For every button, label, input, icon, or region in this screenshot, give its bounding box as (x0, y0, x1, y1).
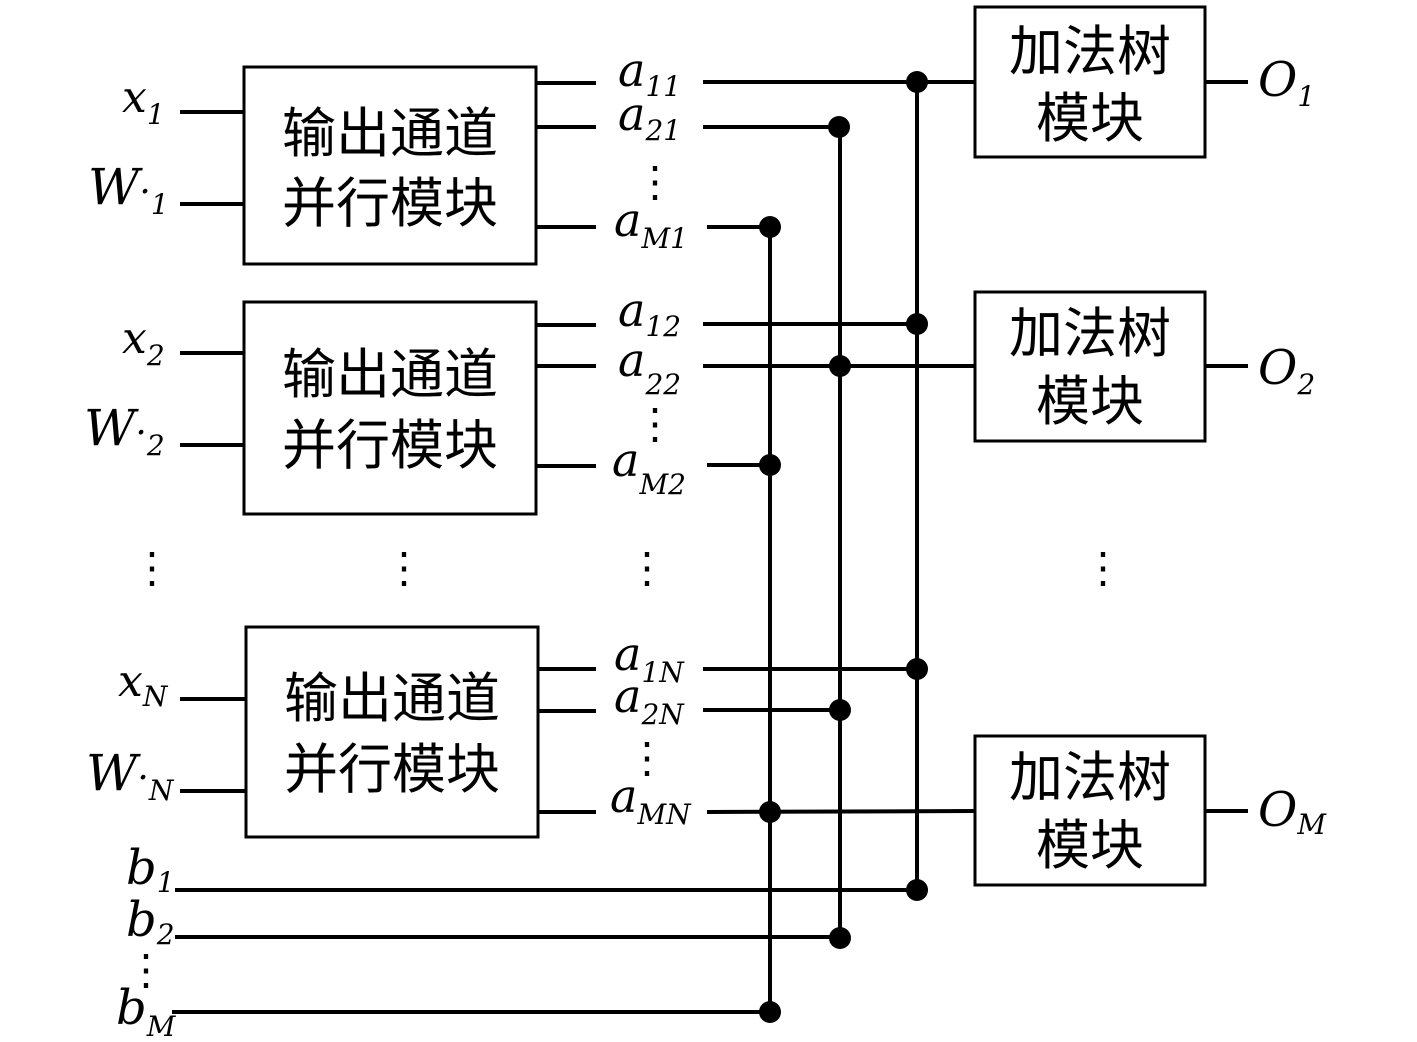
bias-labels: b1 b2 ⋮ bM (116, 840, 177, 1042)
a-label-12: a12 (618, 283, 681, 343)
adder-label-line2: 模块 (1036, 370, 1144, 433)
w-label-2: W·2 (84, 399, 165, 462)
a-label-m2: aM2 (612, 433, 686, 501)
a-label-mn: aMN (610, 769, 692, 831)
a-labels: a11 a21 ⋮ aM1 a12 a22 ⋮ aM2 a1N a2N ⋮ aM… (610, 43, 692, 831)
a-label-21: a21 (618, 87, 681, 147)
adder-label-line1: 加法树 (1009, 20, 1171, 83)
module-label-line1: 输出通道 (282, 343, 498, 406)
adder-label-line2: 模块 (1036, 87, 1144, 150)
junction-dot (759, 1001, 781, 1023)
x-label-n: xN (118, 656, 169, 713)
adder-label-line1: 加法树 (1009, 746, 1171, 809)
ellipsis-a: ⋮ (626, 543, 668, 592)
a-ellipsis-n: ⋮ (626, 733, 668, 782)
adder-label-line2: 模块 (1036, 814, 1144, 877)
o-label-m: OM (1258, 782, 1327, 841)
junction-dot (829, 927, 851, 949)
junction-dot (759, 216, 781, 238)
module-label-line2: 并行模块 (284, 738, 500, 801)
output-stubs (1205, 80, 1248, 813)
a-label-22: a22 (618, 333, 681, 401)
junction-dot (759, 454, 781, 476)
a-label-1n: a1N (614, 627, 685, 689)
o-label-1: O1 (1258, 52, 1315, 113)
junction-dot (906, 71, 928, 93)
output-labels: O1 O2 OM (1258, 52, 1327, 841)
junction-dot (829, 699, 851, 721)
adder-label-line1: 加法树 (1009, 302, 1171, 365)
b-label-m: bM (116, 980, 177, 1042)
module-label-line2: 并行模块 (282, 172, 498, 235)
adder-module-2: 加法树 模块 (973, 290, 1207, 443)
ellipsis-modules: ⋮ (383, 543, 425, 592)
junction-dot (906, 879, 928, 901)
junction-dot (828, 116, 850, 138)
parallel-module-n: 输出通道 并行模块 (244, 625, 540, 839)
w-label-1: W·1 (88, 158, 169, 221)
a-label-11: a11 (618, 43, 681, 103)
ellipsis-inputs: ⋮ (131, 543, 173, 592)
row-ellipses: ⋮ ⋮ ⋮ ⋮ (131, 543, 1124, 592)
module-label-line1: 输出通道 (282, 102, 498, 165)
module-output-stubs (536, 81, 596, 814)
adder-module-1: 加法树 模块 (973, 5, 1207, 159)
adder-module-m: 加法树 模块 (973, 734, 1207, 887)
a-ellipsis-1: ⋮ (634, 157, 676, 206)
bias-wires (172, 888, 917, 1014)
junction-dot (759, 801, 781, 823)
parallel-module-2: 输出通道 并行模块 (242, 300, 538, 516)
a-label-m1: aM1 (614, 193, 688, 255)
ellipsis-adders: ⋮ (1082, 543, 1124, 592)
o-label-2: O2 (1258, 340, 1315, 401)
a-label-2n: a2N (614, 669, 685, 731)
x-label-1: x1 (122, 72, 165, 131)
b-ellipsis: ⋮ (125, 945, 167, 994)
x-label-2: x2 (122, 313, 165, 372)
junction-dot (906, 658, 928, 680)
vertical-buses (768, 82, 919, 1012)
b-label-1: b1 (126, 840, 175, 899)
module-label-line1: 输出通道 (284, 667, 500, 730)
w-label-n: W·N (86, 744, 175, 807)
parallel-module-1: 输出通道 并行模块 (242, 65, 538, 266)
input-labels: x1 W·1 x2 W·2 xN W·N (84, 72, 175, 807)
a-ellipsis-2: ⋮ (634, 399, 676, 448)
junction-dots (759, 71, 928, 1023)
module-label-line2: 并行模块 (282, 414, 498, 477)
junction-dot (906, 313, 928, 335)
junction-dot (829, 355, 851, 377)
input-wires (180, 110, 245, 793)
b-label-2: b2 (126, 892, 175, 951)
